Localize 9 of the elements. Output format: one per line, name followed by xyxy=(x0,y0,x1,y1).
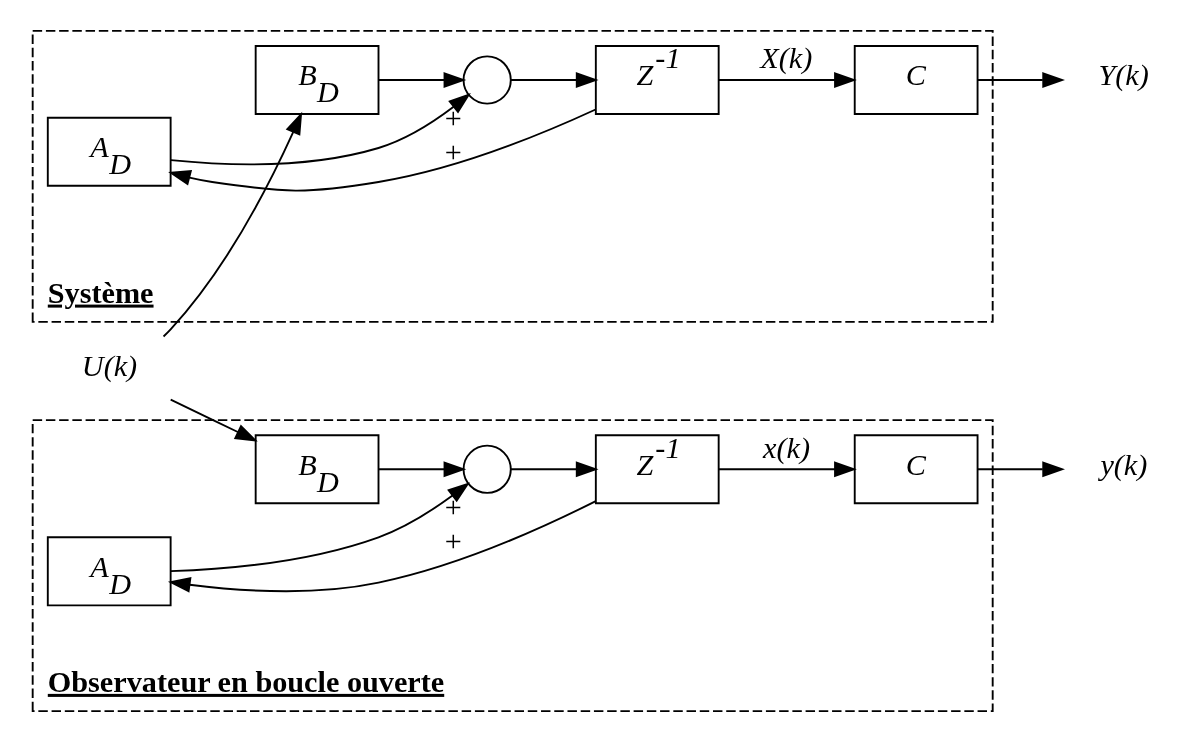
node-text: Y(k) xyxy=(1098,58,1149,93)
node-label: + xyxy=(444,100,462,135)
node-text: U(k) xyxy=(81,349,138,384)
node-label: + xyxy=(444,524,462,559)
edge-label: x(k) xyxy=(763,430,811,465)
node-label: + xyxy=(444,134,462,169)
edge-label: X(k) xyxy=(760,41,813,76)
node-label: + xyxy=(444,490,462,525)
node-text: y(k) xyxy=(1100,447,1148,482)
